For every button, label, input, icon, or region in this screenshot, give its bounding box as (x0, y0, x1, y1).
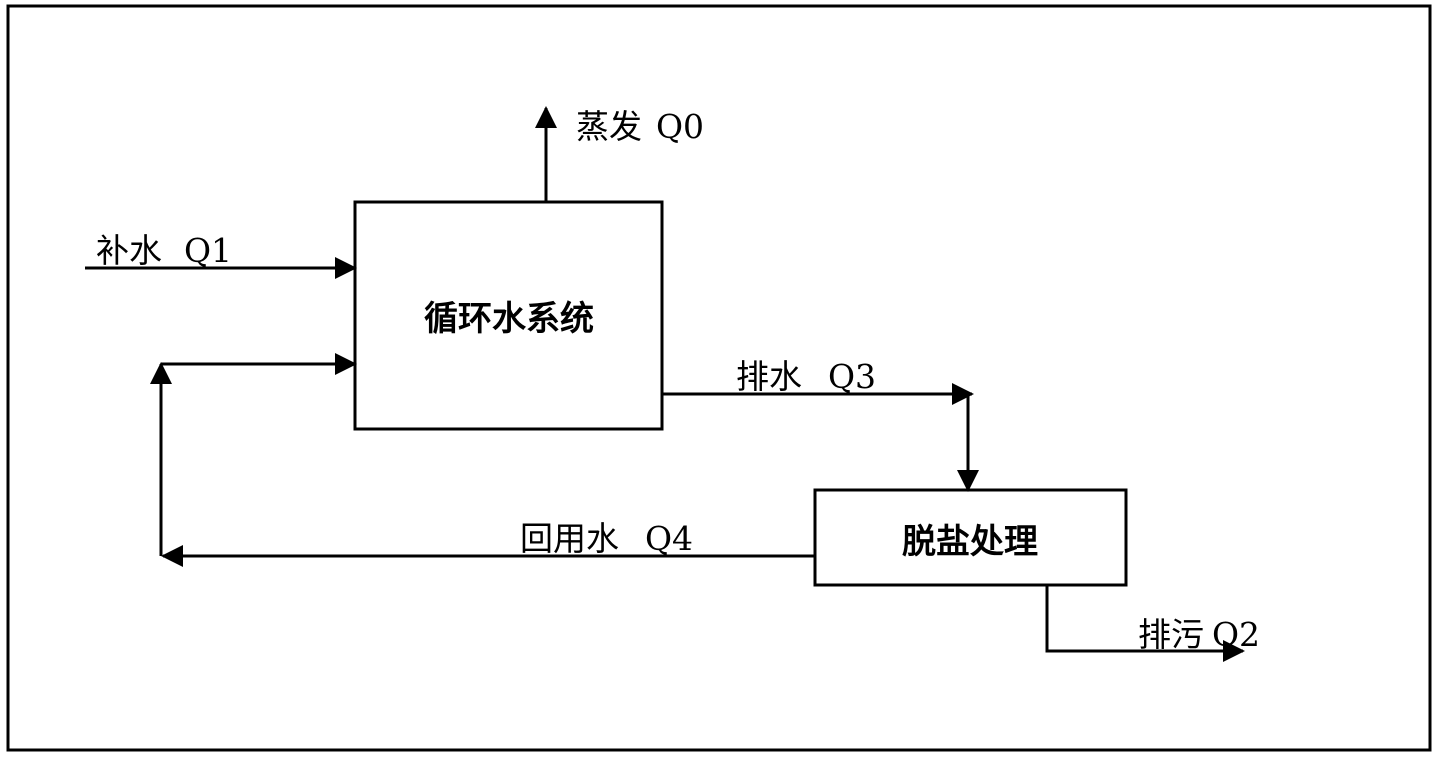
blowdown-arrow (1045, 585, 1245, 662)
circulation-system-label: 循环水系统 (424, 299, 594, 339)
outer-frame (6, 4, 1432, 752)
circulation-system-box (353, 200, 664, 431)
desalination-box (813, 488, 1128, 587)
desalination-label: 脱盐处理 (902, 522, 1038, 562)
